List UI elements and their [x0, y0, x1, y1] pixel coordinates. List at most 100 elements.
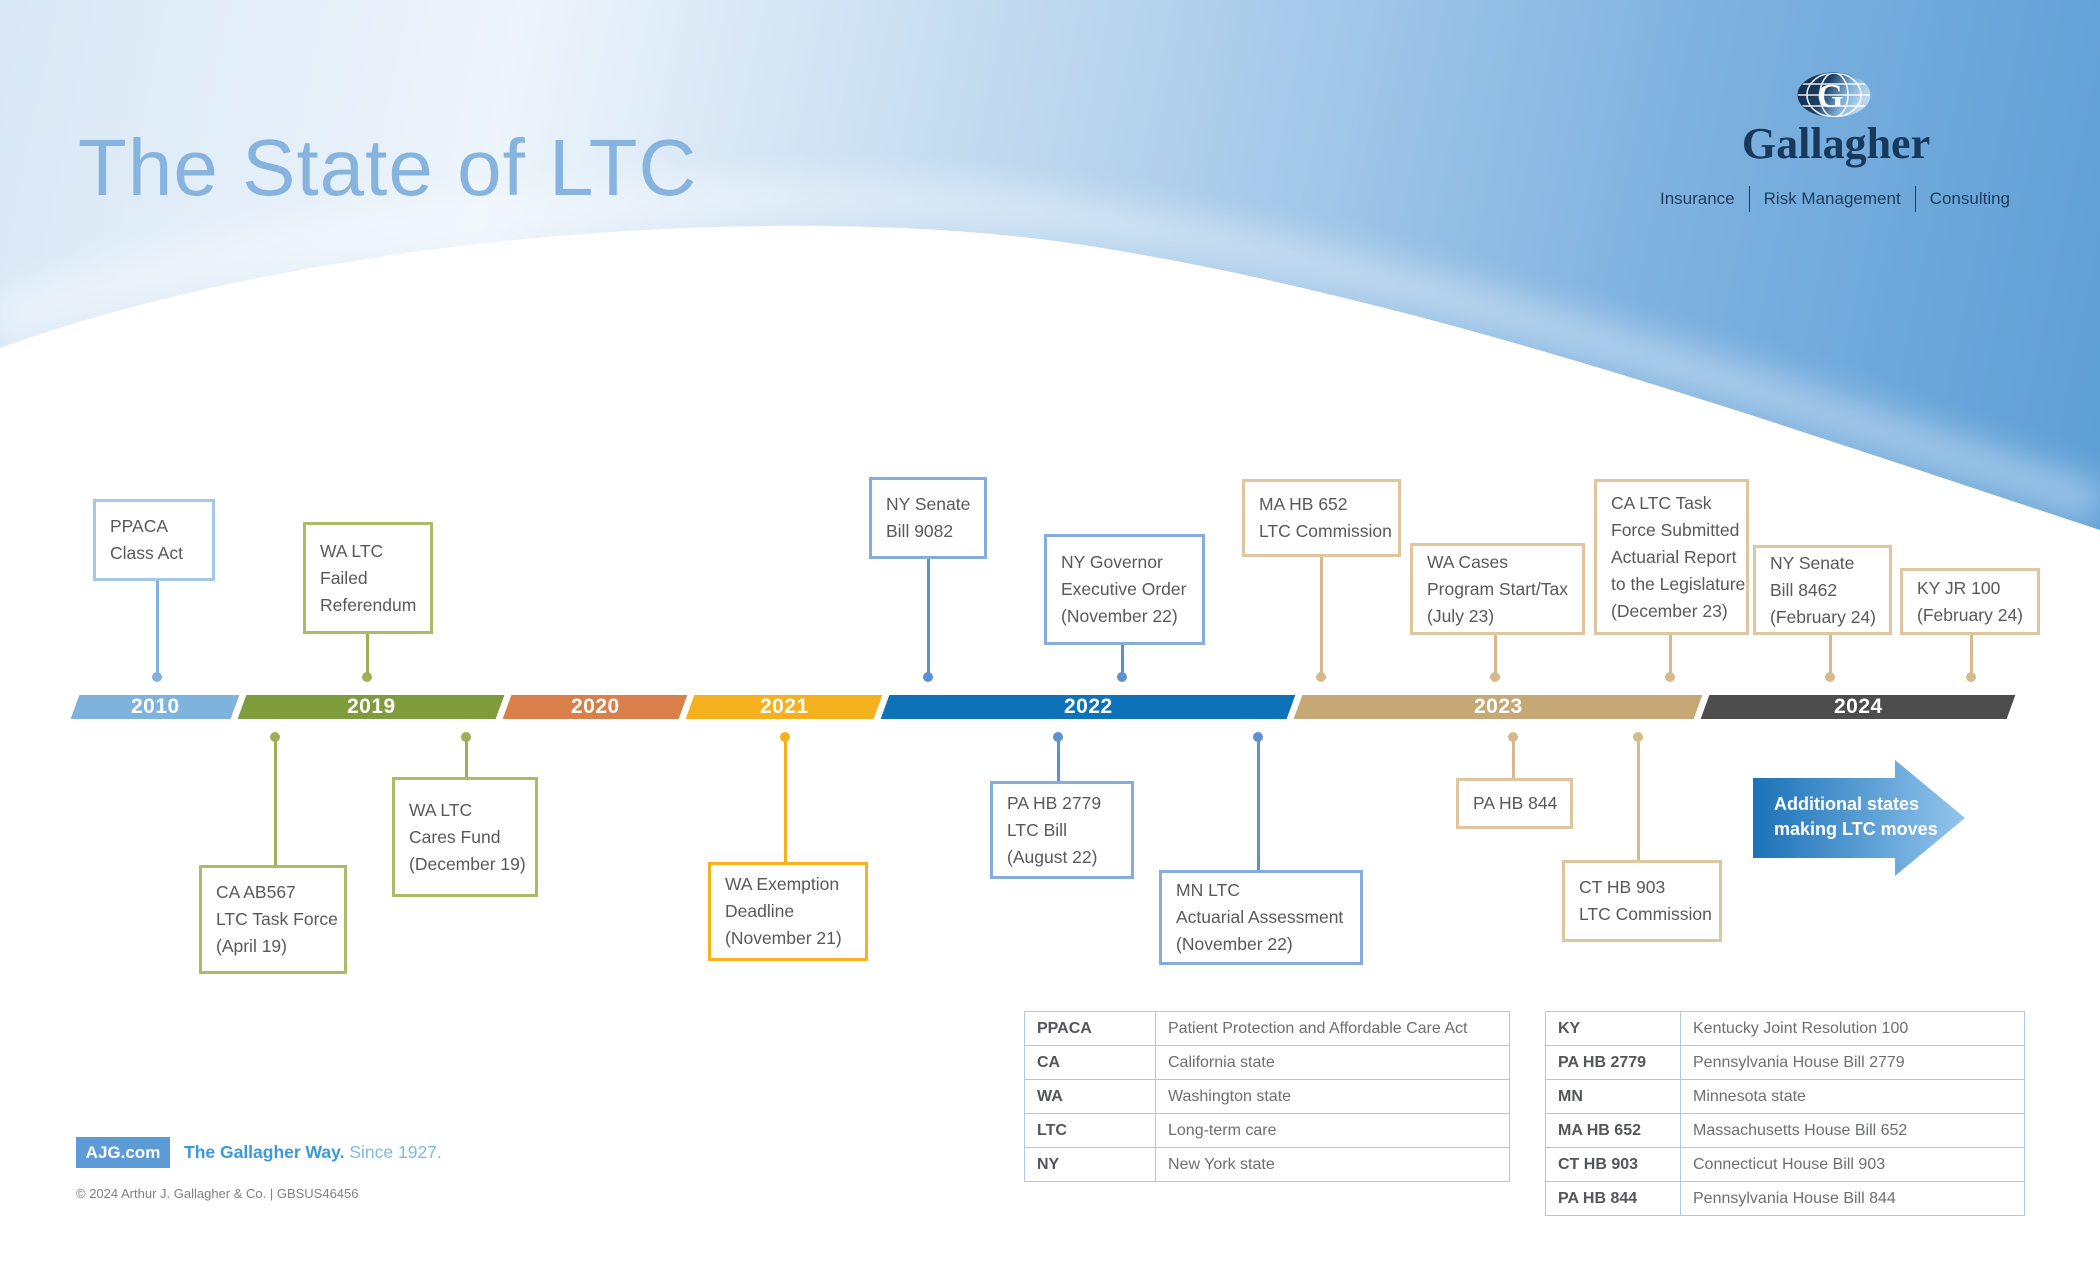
event-connector-stem — [1493, 633, 1497, 673]
event-connector-stem — [926, 557, 930, 673]
event-line: Cares Fund — [409, 826, 501, 847]
event-line: Failed — [320, 567, 368, 588]
event-line: (November 22) — [1176, 934, 1293, 954]
event-line: Executive Order — [1061, 579, 1187, 599]
event-line: (August 22) — [1007, 846, 1098, 867]
event-line: PA HB 2779 — [1007, 792, 1102, 813]
event-line: LTC Commission — [1579, 904, 1712, 924]
legend-value: Pennsylvania House Bill 844 — [1680, 1181, 2025, 1216]
event-connector-dot — [1253, 732, 1263, 742]
event-connector-stem — [1828, 633, 1832, 673]
legend-value: Long-term care — [1155, 1113, 1510, 1148]
event-line: PA HB 844 — [1473, 793, 1558, 813]
event-connector-dot — [1966, 672, 1976, 682]
event-line: Actuarial Assessment — [1176, 907, 1344, 927]
event-connector-dot — [1053, 732, 1063, 742]
division-separator — [1914, 186, 1916, 212]
legend-key: PPACA — [1024, 1011, 1156, 1046]
year-label: 2010 — [130, 695, 180, 718]
event-connector-dot — [780, 732, 790, 742]
event-line: Program Start/Tax — [1427, 578, 1569, 599]
event-connector-dot — [461, 732, 471, 742]
legend-key: MA HB 652 — [1545, 1113, 1681, 1148]
division-label: Risk Management — [1763, 189, 1901, 208]
year-label: 2022 — [1063, 695, 1113, 718]
event-line: WA Cases — [1427, 551, 1509, 572]
event-connector-dot — [1633, 732, 1643, 742]
division-separator — [1748, 186, 1750, 212]
arrow-line-1: Additional states — [1774, 794, 1920, 814]
page-title: The State of LTC — [78, 123, 698, 212]
event-line: (February 24) — [1917, 604, 2024, 625]
event-line: WA LTC — [409, 799, 473, 820]
event-connector-dot — [1490, 672, 1500, 682]
event-line: WA Exemption — [725, 874, 840, 894]
legend-key: MN — [1545, 1079, 1681, 1114]
legend-key: PA HB 2779 — [1545, 1045, 1681, 1080]
legend-key: PA HB 844 — [1545, 1181, 1681, 1216]
event-connector-stem — [365, 632, 369, 673]
year-label: 2020 — [570, 695, 620, 718]
event-line: MN LTC — [1176, 880, 1240, 900]
event-connector-stem — [1668, 633, 1672, 673]
event-line: MA HB 652 — [1259, 494, 1348, 514]
year-label: 2023 — [1473, 695, 1523, 718]
event-connector-stem — [155, 579, 159, 673]
event-line: WA LTC — [320, 540, 384, 561]
event-line: Deadline — [725, 901, 795, 921]
event-line: CA AB567 — [216, 882, 296, 902]
legend-key: CT HB 903 — [1545, 1147, 1681, 1182]
globe-icon: G — [1797, 72, 1871, 118]
event-connector-stem — [1969, 633, 1973, 673]
svg-text:G: G — [1817, 78, 1843, 115]
year-label: 2021 — [759, 695, 809, 718]
legend-value: Massachusetts House Bill 652 — [1680, 1113, 2025, 1148]
ajg-site-badge[interactable]: AJG.com — [76, 1137, 170, 1168]
event-line: LTC Bill — [1007, 819, 1067, 840]
brand-wordmark: Gallagher — [1741, 119, 1931, 168]
event-connector-stem — [1319, 555, 1323, 673]
event-box-ky-jr-100: KY JR 100(February 24) — [1900, 568, 2040, 635]
timeline-segment-2021: 2021 — [685, 695, 883, 719]
legend-key: WA — [1024, 1079, 1156, 1114]
event-line: (November 22) — [1061, 606, 1178, 626]
event-line: CA LTC Task — [1611, 492, 1712, 513]
legend-key: NY — [1024, 1147, 1156, 1182]
event-line: (July 23) — [1427, 605, 1495, 626]
additional-states-arrow-icon — [1753, 760, 1965, 876]
additional-states-label: Additional states making LTC moves — [1774, 792, 1954, 842]
event-line: Bill 9082 — [886, 521, 954, 541]
event-connector-dot — [1316, 672, 1326, 682]
event-connector-stem — [1256, 741, 1260, 872]
legend-key: KY — [1545, 1011, 1681, 1046]
event-connector-dot — [362, 672, 372, 682]
timeline-segment-2023: 2023 — [1293, 695, 1703, 719]
event-line: LTC Task Force — [216, 909, 338, 929]
legend-value: Washington state — [1155, 1079, 1510, 1114]
event-line: Actuarial Report — [1611, 546, 1737, 567]
event-line: NY Senate — [1770, 552, 1855, 573]
timeline-segment-2019: 2019 — [237, 695, 505, 719]
event-line: (December 23) — [1611, 600, 1728, 621]
event-connector-stem — [1120, 643, 1124, 673]
tagline-bold: The Gallagher Way. — [184, 1142, 345, 1162]
